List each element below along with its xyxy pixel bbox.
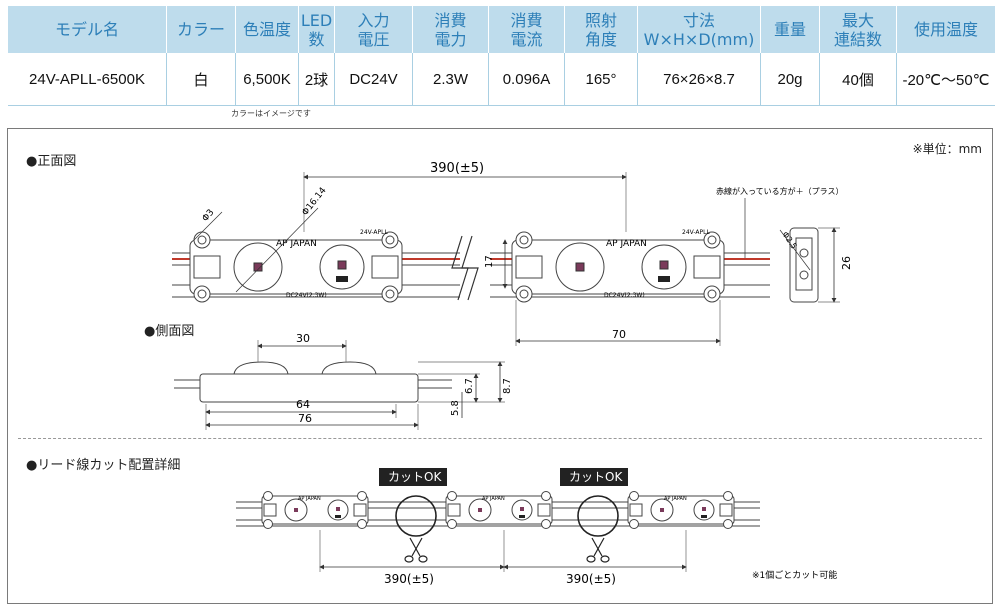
drawing-frame xyxy=(7,128,993,604)
side-dim-64: 64 xyxy=(296,398,310,411)
side-dim-8-7: 8.7 xyxy=(502,378,513,394)
header-temp-range: 使用温度 xyxy=(896,6,995,53)
scissors-icon-2 xyxy=(586,537,610,563)
cell-angle: 165° xyxy=(564,53,638,106)
front-brand-1: AP JAPAN xyxy=(276,239,317,249)
cut-note: ※1個ごとカット可能 xyxy=(752,569,837,581)
cell-color-temp: 6,500K xyxy=(235,53,299,106)
cell-dimensions: 76×26×8.7 xyxy=(637,53,761,106)
cut-ok-badge-1 xyxy=(379,468,447,486)
cut-brand-1: AP JAPAN xyxy=(298,496,321,502)
cut-ok-label-1: カットOK xyxy=(388,470,442,484)
cut-ok-label-2: カットOK xyxy=(569,470,623,484)
side-view-drawing: 30 64 76 6.7 8.7 5.8 xyxy=(174,332,513,430)
wire-note: 赤線が入っている方が＋（プラス） xyxy=(716,186,843,196)
spec-row: 24V-APLL-6500K 白 6,500K 2球 DC24V 2.3W 0.… xyxy=(8,53,995,106)
front-dim-span: 390(±5) xyxy=(430,161,484,176)
front-dim-17: 17 xyxy=(484,255,495,268)
cell-current: 0.096A xyxy=(488,53,565,106)
cut-ok-badge-2 xyxy=(560,468,628,486)
cell-model: 24V-APLL-6500K xyxy=(8,53,167,106)
cell-voltage: DC24V xyxy=(334,53,413,106)
header-color: カラー xyxy=(166,6,236,53)
header-led-count: LED 数 xyxy=(298,6,335,53)
front-dim-70: 70 xyxy=(612,328,626,341)
header-max-chain: 最大 連結数 xyxy=(819,6,897,53)
side-dim-5-8: 5.8 xyxy=(450,400,461,416)
cut-span-2: 390(±5) xyxy=(566,572,616,586)
header-color-temp: 色温度 xyxy=(235,6,299,53)
front-model-2: 24V-APLL xyxy=(682,229,710,236)
front-power-2: DC24V(2.3W) xyxy=(604,292,645,299)
front-dim-lens: Φ16.14 xyxy=(300,186,328,218)
cut-brand-3: AP JAPAN xyxy=(664,496,687,502)
spec-header-row: モデル名 カラー 色温度 LED 数 入力 電圧 消費 電力 消費 電流 照射 … xyxy=(8,6,995,53)
header-angle: 照射 角度 xyxy=(564,6,638,53)
front-brand-2: AP JAPAN xyxy=(606,239,647,249)
cell-weight: 20g xyxy=(760,53,820,106)
front-dim-26: 26 xyxy=(840,256,853,270)
front-model-1: 24V-APLL xyxy=(360,229,388,236)
cut-span-1: 390(±5) xyxy=(384,572,434,586)
front-dim-hole: Φ3 xyxy=(201,208,217,224)
section-divider xyxy=(18,438,982,439)
color-note: カラーはイメージです xyxy=(231,109,311,118)
side-dim-76: 76 xyxy=(298,412,312,425)
side-view-title: ●側面図 xyxy=(144,324,195,339)
side-dim-6-7: 6.7 xyxy=(464,378,475,394)
unit-note: ※単位：mm xyxy=(912,142,982,156)
cut-detail-drawing: AP JAPAN AP JAPAN AP JAPAN カットOK カットOK 3… xyxy=(236,468,837,586)
header-current: 消費 電流 xyxy=(488,6,565,53)
header-weight: 重量 xyxy=(760,6,820,53)
cell-led-count: 2球 xyxy=(298,53,335,106)
side-dim-30: 30 xyxy=(296,332,310,345)
front-power-1: DC24V(2.3W) xyxy=(286,292,327,299)
front-view-title: ●正面図 xyxy=(26,154,77,169)
header-model: モデル名 xyxy=(8,6,167,53)
header-dimensions: 寸法 W×H×D(mm) xyxy=(637,6,761,53)
spec-table: モデル名 カラー 色温度 LED 数 入力 電圧 消費 電力 消費 電流 照射 … xyxy=(8,6,995,106)
scissors-icon-1 xyxy=(404,537,428,563)
cell-power: 2.3W xyxy=(412,53,489,106)
cell-temp-range: -20℃〜50℃ xyxy=(896,53,995,106)
cut-detail-title: ●リード線カット配置詳細 xyxy=(26,458,181,473)
cut-brand-2: AP JAPAN xyxy=(482,496,505,502)
cell-max-chain: 40個 xyxy=(819,53,897,106)
header-power: 消費 電力 xyxy=(412,6,489,53)
cell-color: 白 xyxy=(166,53,236,106)
header-voltage: 入力 電圧 xyxy=(334,6,413,53)
front-view-drawing: AP JAPAN 24V-APLL DC24V(2.3W) AP JAPAN 2… xyxy=(172,161,853,346)
